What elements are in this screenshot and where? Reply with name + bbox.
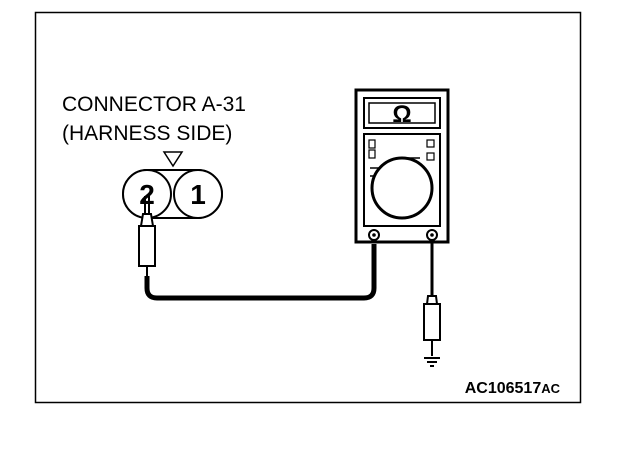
ground-probe bbox=[423, 295, 441, 356]
figure-code-label: AC106517AC bbox=[465, 380, 561, 397]
marker-triangle-icon bbox=[162, 151, 184, 168]
meter-ohm-symbol: Ω bbox=[392, 101, 411, 128]
test-lead-wire bbox=[144, 244, 377, 301]
connector-a31: 2 1 bbox=[122, 169, 223, 219]
connector-pin-1[interactable] bbox=[173, 169, 223, 219]
connector-side-label: (HARNESS SIDE) bbox=[62, 122, 232, 145]
probe-icon[interactable] bbox=[138, 196, 156, 276]
ground-symbol-icon bbox=[424, 357, 440, 367]
ohmmeter-icon: Ω bbox=[354, 88, 450, 244]
meter-selector-dial[interactable] bbox=[370, 156, 434, 220]
pin-1-label: 1 bbox=[190, 179, 206, 210]
figure-frame bbox=[34, 11, 582, 404]
pin-2-label: 2 bbox=[139, 179, 155, 210]
connector-name-label: CONNECTOR A-31 bbox=[62, 93, 246, 116]
